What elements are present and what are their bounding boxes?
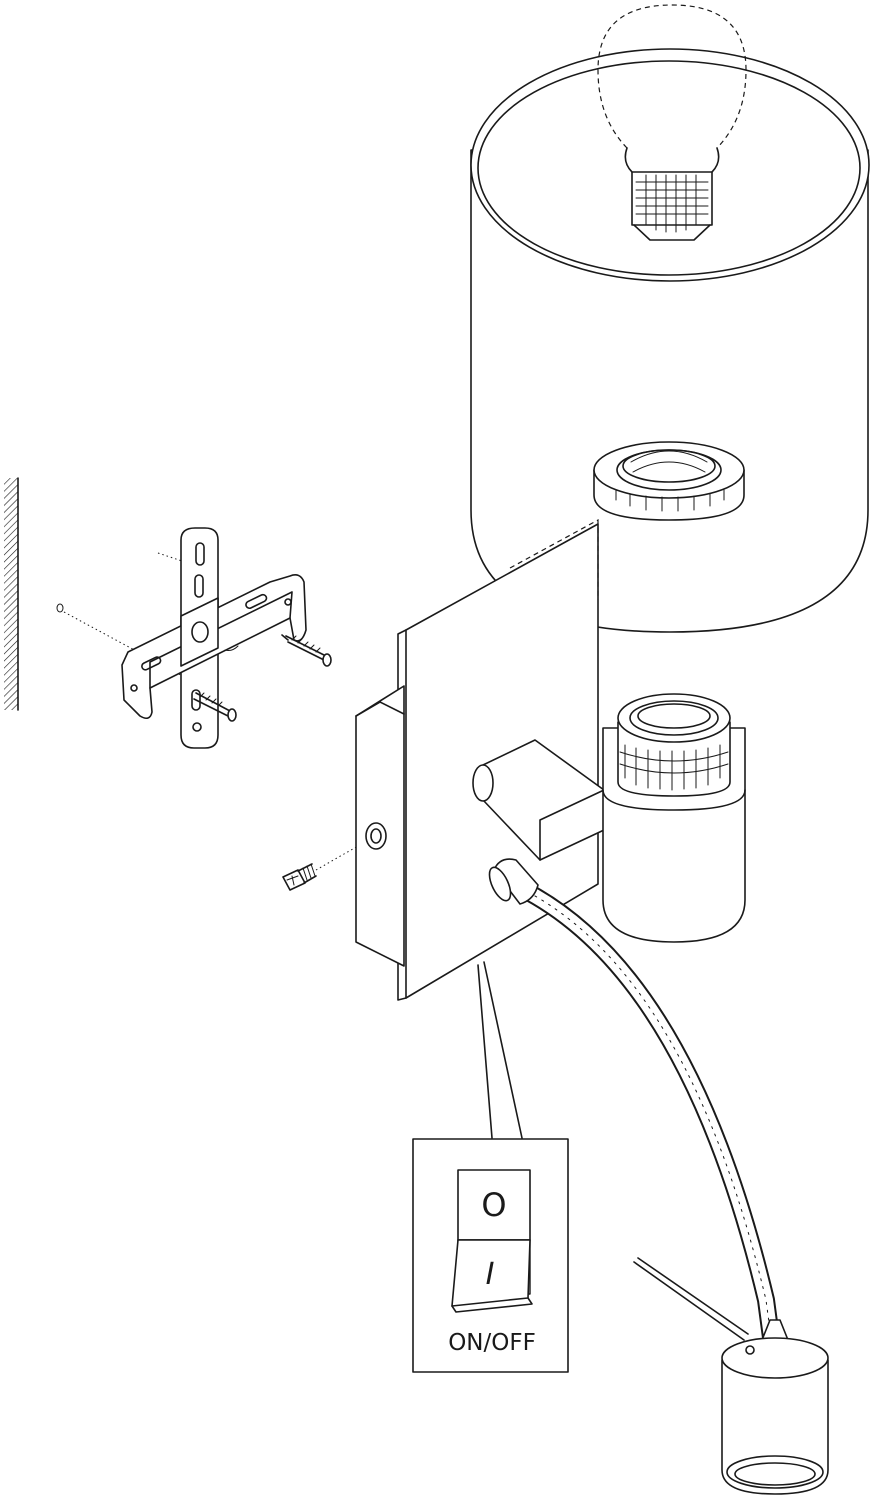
switch-label: ON/OFF	[448, 1330, 536, 1356]
wall-hatch-icon	[4, 477, 19, 711]
switch-off-symbol: O	[481, 1186, 506, 1224]
gooseneck-arm-icon	[488, 858, 781, 1354]
screw-icon	[282, 837, 373, 891]
arm-tube-icon	[472, 739, 605, 861]
switch-on-symbol: I	[486, 1257, 495, 1292]
light-bulb-icon	[597, 4, 747, 241]
switch-callout-lines	[477, 961, 523, 1139]
switch-detail-box: O I ON/OFF	[412, 1138, 569, 1373]
screw-icon	[193, 692, 237, 722]
junction-box-icon	[355, 685, 405, 967]
reading-light-icon	[633, 1257, 829, 1495]
mounting-bracket-icon	[121, 527, 307, 749]
screw-icon	[281, 634, 332, 667]
lamp-socket-icon	[602, 693, 746, 943]
lamp-shade-icon	[470, 48, 870, 633]
shade-ring-icon	[593, 441, 745, 521]
